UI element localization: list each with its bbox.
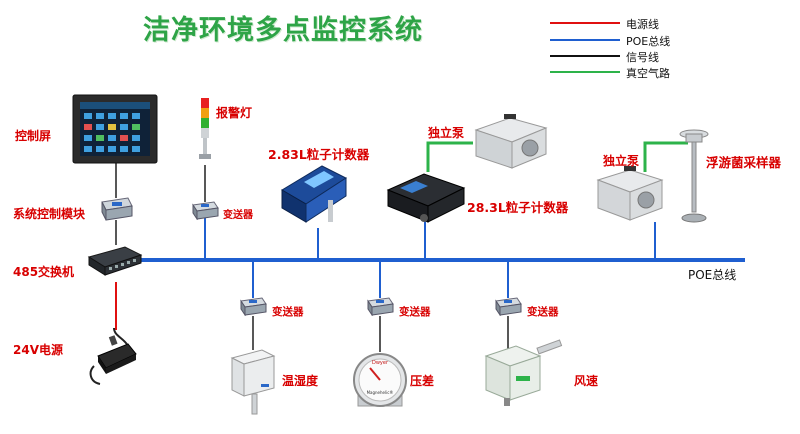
diagram-title: 洁净环境多点监控系统 bbox=[143, 15, 423, 46]
temp-humidity-label: 温湿度 bbox=[282, 374, 319, 388]
transmitter-icon-dp bbox=[367, 297, 394, 316]
control-module-label: 系统控制模块 bbox=[13, 207, 86, 221]
vacuum-line-2 bbox=[643, 141, 688, 172]
pressure-diff-label: 压差 bbox=[410, 374, 435, 388]
bio-sampler-label: 浮游菌采样器 bbox=[706, 155, 782, 170]
transmitter-label-alarm: 变送器 bbox=[223, 210, 253, 221]
transmitter-label-ws: 变送器 bbox=[527, 306, 559, 318]
transmitter-icon bbox=[192, 201, 219, 220]
wind-speed-icon bbox=[484, 339, 563, 406]
vacuum-line-1 bbox=[426, 141, 473, 172]
wind-speed-label: 风速 bbox=[574, 374, 599, 388]
counter-28-label: 28.3L粒子计数器 bbox=[467, 200, 569, 215]
legend-signal-label: 信号线 bbox=[626, 51, 659, 64]
pump-label-1: 独立泵 bbox=[428, 126, 465, 140]
alarm-light-icon bbox=[199, 98, 211, 159]
legend-vacuum-label: 真空气路 bbox=[626, 67, 670, 80]
transmitter-icon-th bbox=[240, 297, 267, 316]
counter-283-icon bbox=[281, 165, 348, 223]
pressure-gauge-icon: Dwyer Magnehelic® bbox=[353, 353, 407, 407]
gauge-model: Magnehelic® bbox=[367, 390, 394, 395]
transmitter-icon-ws bbox=[495, 297, 522, 316]
transmitter-label-th: 变送器 bbox=[272, 306, 304, 318]
temp-humidity-icon bbox=[230, 349, 276, 415]
control-screen-icon bbox=[72, 94, 158, 164]
legend-poe-label: POE总线 bbox=[626, 35, 671, 48]
counter-28-icon bbox=[386, 173, 466, 223]
pump-icon-1 bbox=[474, 114, 548, 169]
bus-label: POE总线 bbox=[688, 268, 737, 282]
control-module-icon bbox=[101, 197, 133, 221]
control-screen-label: 控制屏 bbox=[15, 129, 52, 143]
switch-485-icon bbox=[87, 246, 143, 276]
pump-icon-2 bbox=[596, 166, 664, 221]
legend-power-label: 电源线 bbox=[626, 18, 659, 31]
power-adapter-icon bbox=[89, 327, 137, 385]
transmitter-label-dp: 变送器 bbox=[399, 306, 431, 318]
switch-485-label: 485交换机 bbox=[13, 265, 75, 279]
power-24v-label: 24V电源 bbox=[13, 343, 63, 357]
pump-label-2: 独立泵 bbox=[603, 154, 640, 168]
counter-283-label: 2.83L粒子计数器 bbox=[268, 147, 370, 162]
gauge-brand: Dwyer bbox=[372, 360, 389, 366]
bio-sampler-icon bbox=[679, 129, 709, 223]
alarm-light-label: 报警灯 bbox=[216, 106, 253, 120]
legend-lines bbox=[550, 22, 620, 73]
